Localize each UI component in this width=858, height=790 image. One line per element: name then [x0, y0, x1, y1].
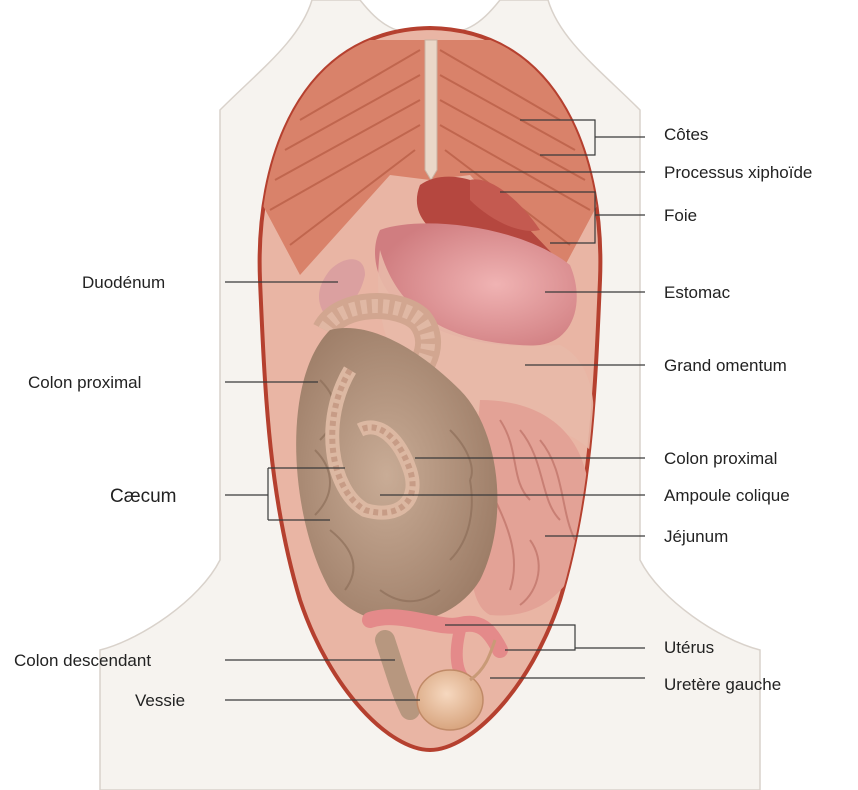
- label-vessie: Vessie: [135, 691, 185, 710]
- labels-right: Côtes Processus xiphoïde Foie Estomac Gr…: [664, 125, 812, 694]
- label-uterus: Utérus: [664, 638, 714, 657]
- label-grand-omentum: Grand omentum: [664, 356, 787, 375]
- label-uretere-gauche: Uretère gauche: [664, 675, 781, 694]
- label-ampoule-colique: Ampoule colique: [664, 486, 790, 505]
- label-foie: Foie: [664, 206, 697, 225]
- label-colon-descendant: Colon descendant: [14, 651, 151, 670]
- label-duodenum: Duodénum: [82, 273, 165, 292]
- label-processus-xiphoide: Processus xiphoïde: [664, 163, 812, 182]
- label-colon-proximal-left: Colon proximal: [28, 373, 141, 392]
- label-jejunum: Jéjunum: [664, 527, 728, 546]
- label-caecum: Cæcum: [110, 486, 177, 507]
- label-cotes: Côtes: [664, 125, 708, 144]
- label-colon-proximal-right: Colon proximal: [664, 449, 777, 468]
- label-estomac: Estomac: [664, 283, 731, 302]
